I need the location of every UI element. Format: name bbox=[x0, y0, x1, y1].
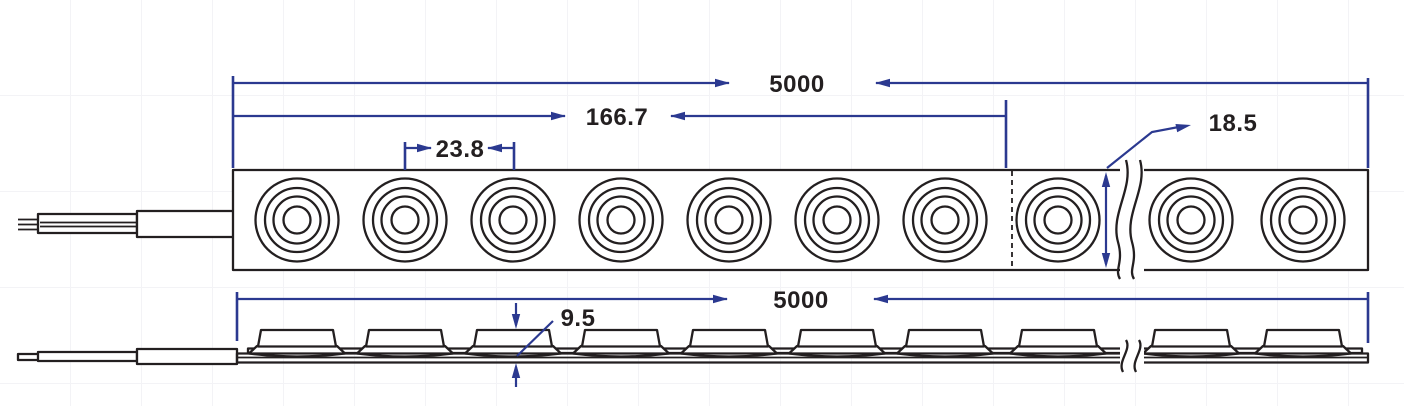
base-tape bbox=[235, 352, 1370, 364]
wire-seam bbox=[40, 221, 137, 228]
wire-cable bbox=[36, 350, 139, 363]
top-view bbox=[18, 158, 1370, 281]
dimension-total-length-side: 5000 bbox=[235, 287, 1370, 343]
wire-strands bbox=[18, 218, 40, 231]
strip-width-value: 18.5 bbox=[1209, 110, 1258, 137]
module-height-value: 9.5 bbox=[561, 305, 596, 332]
break-symbol-top bbox=[1115, 158, 1144, 281]
dimension-strip-width: 18.5 bbox=[1101, 110, 1258, 268]
dimension-total-length-top: 5000 bbox=[233, 71, 1368, 98]
wire-connector bbox=[135, 209, 237, 239]
strip-body bbox=[231, 168, 1370, 272]
wire-tip bbox=[16, 352, 42, 362]
led-pitch-value: 23.8 bbox=[436, 136, 485, 163]
dimension-led-pitch: 23.8 bbox=[403, 136, 516, 170]
side-view bbox=[16, 328, 1370, 374]
break-symbol-side bbox=[1120, 338, 1144, 374]
cut-unit-length-value: 166.7 bbox=[586, 104, 649, 131]
feed-wire-top bbox=[18, 209, 237, 239]
wire-cable bbox=[36, 212, 139, 235]
wire-connector bbox=[135, 347, 239, 366]
total-length-value-side: 5000 bbox=[773, 287, 828, 314]
feed-wire-side bbox=[16, 347, 239, 366]
total-length-value-top: 5000 bbox=[769, 71, 824, 98]
dimension-module-height: 9.5 bbox=[511, 303, 596, 387]
dimension-cut-unit-length: 166.7 bbox=[233, 100, 1008, 168]
